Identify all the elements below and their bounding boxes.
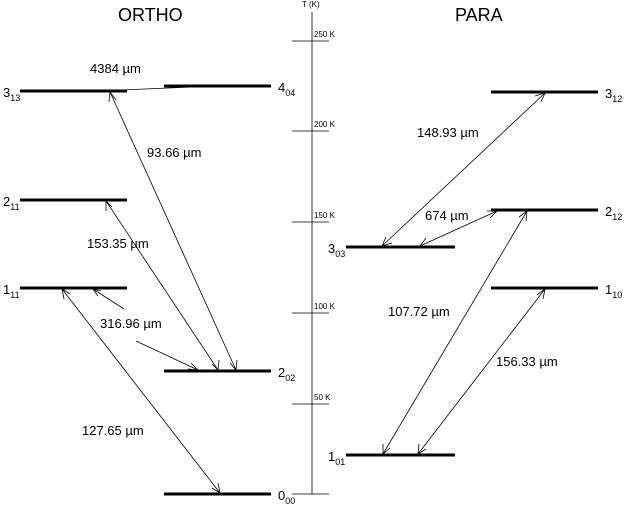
label-ortho-3-13: 313 — [3, 85, 20, 103]
label-ortho-2-11: 211 — [3, 194, 20, 212]
axis-tick-label-100: 100 K — [314, 302, 336, 311]
transition-31696-a — [92, 288, 125, 310]
transition-label-10772: 107.72 µm — [388, 304, 450, 319]
arrowhead-15633-bottom — [417, 443, 427, 455]
transition-label-4384: 4384 µm — [90, 61, 141, 76]
label-ortho-2-02: 202 — [278, 365, 295, 383]
transition-14893 — [381, 92, 546, 247]
transition-label-15633: 156.33 µm — [496, 354, 558, 369]
transition-label-674: 674 µm — [425, 208, 469, 223]
transition-15633 — [417, 288, 546, 455]
label-para-3-03: 303 — [328, 241, 345, 259]
arrowhead-9366-bottom — [229, 359, 238, 371]
arrowhead-31696-top — [92, 288, 102, 297]
ortho-title: ORTHO — [118, 5, 183, 25]
transition-10772 — [382, 210, 528, 455]
para-title: PARA — [455, 5, 503, 25]
label-para-3-12: 312 — [605, 86, 622, 104]
label-ortho-4-04: 404 — [278, 80, 295, 98]
arrowhead-12765-bottom — [211, 482, 221, 494]
arrowhead-10772-bottom — [382, 444, 391, 455]
arrowhead-674-top — [487, 210, 498, 219]
arrowhead-15335-bottom — [211, 359, 220, 371]
transition-label-9366: 93.66 µm — [147, 145, 201, 160]
axis-tick-label-50: 50 K — [314, 393, 331, 402]
axis-tick-label-150: 150 K — [314, 211, 336, 220]
arrowhead-14893-bottom — [381, 236, 393, 247]
transition-label-31696: 316.96 µm — [100, 316, 162, 331]
label-ortho-1-11: 111 — [3, 282, 20, 300]
axis-label: T (K) — [302, 0, 320, 9]
transition-label-14893: 148.93 µm — [417, 125, 479, 140]
arrowhead-674-bottom — [419, 237, 430, 247]
arrowhead-14893-top — [534, 92, 546, 103]
arrowhead-31696-bottom — [187, 362, 200, 371]
temperature-axis: T (K) 250 K 200 K 150 K 100 K 50 K — [292, 0, 336, 495]
transition-12765 — [61, 288, 221, 494]
label-para-1-01: 101 — [328, 449, 345, 467]
arrowhead-12765-top — [61, 288, 71, 300]
axis-tick-label-200: 200 K — [314, 120, 336, 129]
transition-9366 — [109, 91, 237, 371]
arrowhead-15633-top — [536, 288, 546, 300]
label-para-2-12: 212 — [605, 204, 622, 222]
transition-674 — [419, 210, 498, 247]
label-ortho-0-00: 000 — [278, 488, 295, 506]
axis-tick-label-250: 250 K — [314, 30, 336, 39]
transition-15335 — [105, 200, 219, 371]
arrowhead-9366-top — [108, 90, 117, 103]
transition-label-12765: 127.65 µm — [82, 423, 144, 438]
label-para-1-10: 110 — [605, 282, 622, 300]
transition-4384 — [73, 85, 217, 93]
transition-31696-b — [135, 340, 199, 371]
transition-label-15335: 153.35 µm — [87, 236, 149, 251]
arrowhead-15335-top — [105, 200, 113, 211]
arrowhead-10772-top — [518, 210, 528, 222]
